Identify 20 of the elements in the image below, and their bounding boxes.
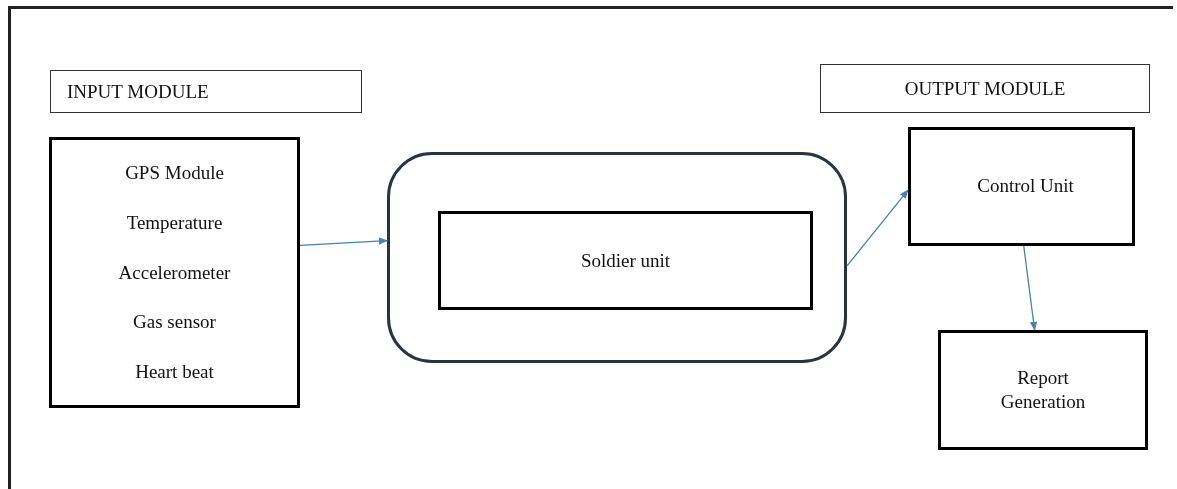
node-label: Report Generation [999,366,1087,414]
arrow [846,189,909,267]
module-heading-box [50,70,362,113]
process-box [938,330,1148,450]
node-label: Accelerometer [118,260,231,285]
node-label: INPUT MODULE [67,79,209,104]
arrow [1023,245,1038,331]
arrow [299,237,388,247]
sensor-list-box [49,137,300,408]
node-label: Control Unit [977,174,1074,198]
node-label: OUTPUT MODULE [904,76,1066,101]
node-label: Heart beat [135,360,214,384]
module-heading-box [820,64,1150,113]
node-label: GPS Module [125,161,224,185]
process-box [438,211,813,310]
process-box [908,127,1135,246]
node-label: Temperature [126,210,223,235]
node-label: Gas sensor [133,310,216,335]
rounded-container [387,152,847,363]
node-label: Soldier unit [580,248,671,273]
